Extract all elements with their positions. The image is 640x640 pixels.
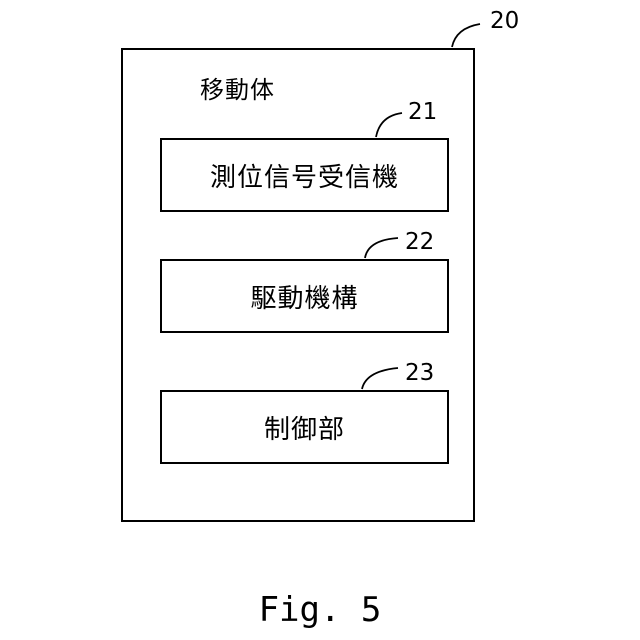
- block-label: 駆動機構: [250, 278, 358, 315]
- block-label: 制御部: [264, 409, 345, 446]
- block-drive-mechanism: 駆動機構: [160, 259, 449, 333]
- block-control-unit: 制御部: [160, 390, 449, 464]
- block-ref-number: 23: [405, 360, 434, 386]
- leader-line-20: [452, 24, 480, 47]
- block-positioning-receiver: 測位信号受信機: [160, 138, 449, 212]
- block-ref-number: 22: [405, 229, 434, 255]
- block-ref-number: 21: [408, 99, 437, 125]
- block-label: 測位信号受信機: [210, 157, 399, 194]
- container-ref-number: 20: [490, 8, 519, 34]
- figure-caption: Fig. 5: [0, 590, 640, 630]
- container-title: 移動体: [200, 70, 275, 105]
